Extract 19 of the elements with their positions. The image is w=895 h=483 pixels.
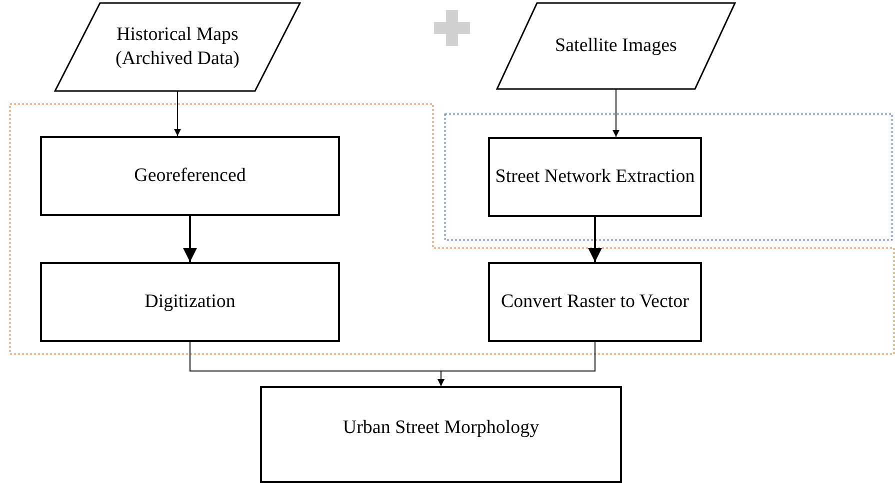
node-label: Georeferenced bbox=[134, 164, 246, 188]
node-label: Convert Raster to Vector bbox=[500, 290, 690, 314]
process-box bbox=[40, 262, 340, 342]
process-box bbox=[488, 262, 702, 342]
data-parallelogram bbox=[497, 2, 735, 90]
process-box bbox=[488, 137, 702, 217]
arrow bbox=[588, 217, 602, 262]
arrow bbox=[612, 88, 620, 138]
node-label: Historical Maps (Archived Data) bbox=[114, 23, 240, 71]
node-label: Street Network Extraction bbox=[495, 165, 695, 189]
data-parallelogram bbox=[55, 2, 300, 92]
arrow bbox=[183, 216, 197, 262]
process-box bbox=[40, 136, 340, 216]
process-box bbox=[260, 386, 622, 483]
node-label: Satellite Images bbox=[555, 34, 677, 58]
node-label: Urban Street Morphology bbox=[342, 416, 540, 440]
arrow bbox=[174, 90, 181, 136]
arrow bbox=[438, 342, 596, 386]
node-label: Digitization bbox=[144, 290, 236, 314]
